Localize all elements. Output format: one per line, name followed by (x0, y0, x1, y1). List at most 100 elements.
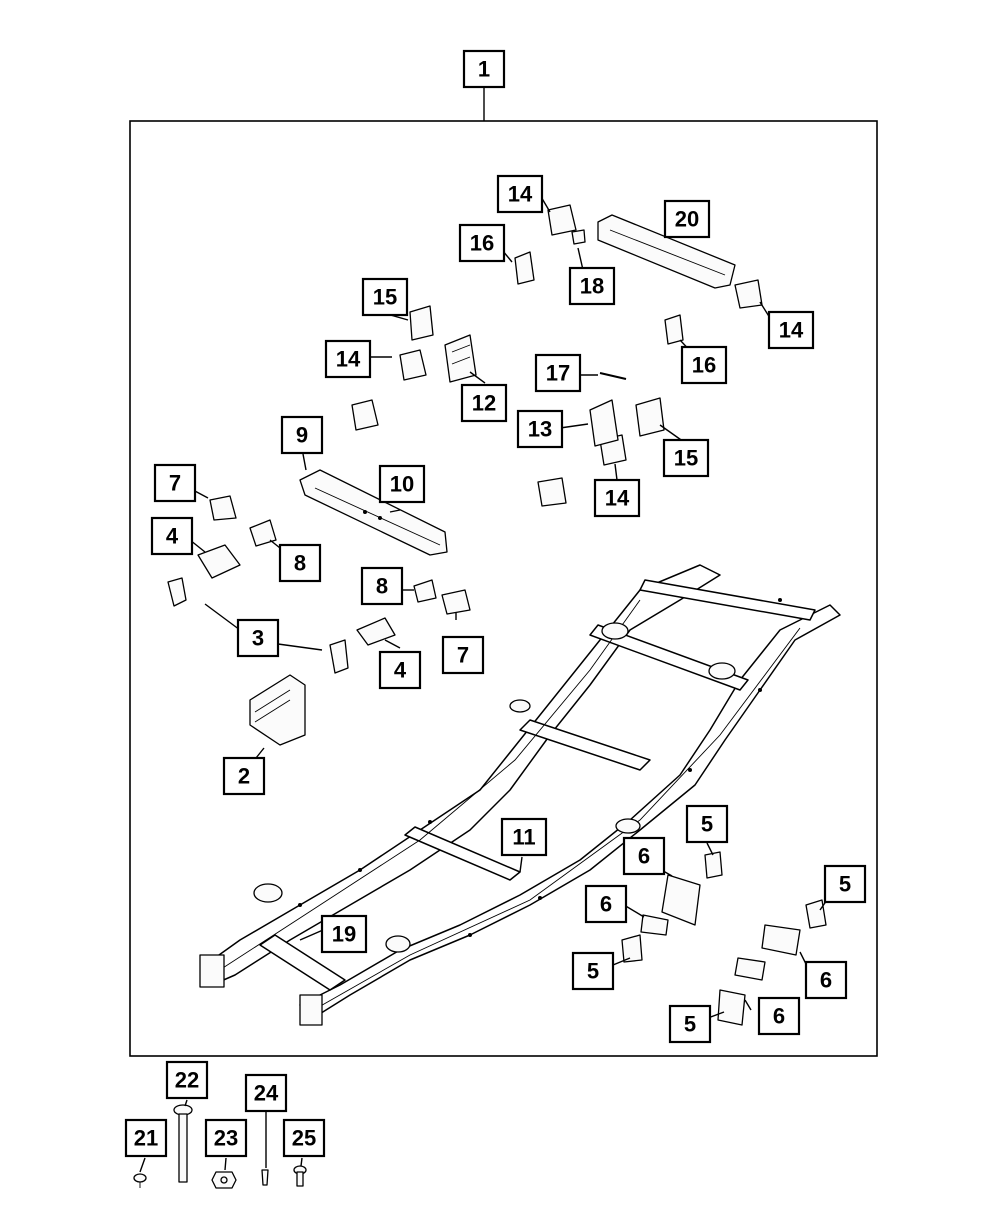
callout-5a: 5 (685, 804, 729, 844)
callout-2: 2 (222, 756, 266, 796)
callout-16a: 16 (458, 223, 506, 263)
svg-text:25: 25 (292, 1126, 316, 1151)
part-5-6-brackets (621, 851, 827, 1026)
svg-text:14: 14 (336, 347, 361, 372)
callout-9: 9 (280, 415, 324, 455)
svg-text:6: 6 (600, 892, 612, 917)
svg-text:5: 5 (684, 1012, 696, 1037)
part-12-bracket (444, 334, 477, 383)
svg-text:7: 7 (457, 643, 469, 668)
svg-text:21: 21 (134, 1126, 158, 1151)
svg-text:3: 3 (252, 626, 264, 651)
callout-4b: 4 (378, 650, 422, 690)
callout-24: 24 (244, 1073, 288, 1113)
part-10-crossmember (299, 469, 448, 556)
svg-text:23: 23 (214, 1126, 238, 1151)
leader-lines (139, 194, 828, 1173)
svg-text:7: 7 (169, 471, 181, 496)
part-25-bolt (293, 1165, 307, 1187)
svg-text:1: 1 (478, 57, 490, 82)
frame-assembly (199, 564, 841, 1026)
part-17-pin (599, 372, 627, 380)
svg-text:5: 5 (839, 872, 851, 897)
svg-text:19: 19 (332, 922, 356, 947)
callout-14a: 14 (324, 339, 372, 379)
svg-text:2: 2 (238, 764, 250, 789)
part-21-rivet (133, 1173, 147, 1188)
svg-text:17: 17 (546, 361, 570, 386)
svg-text:14: 14 (605, 486, 630, 511)
callout-7b: 7 (441, 635, 485, 675)
part-2-front-rail-extension (249, 674, 306, 746)
callout-16b: 16 (680, 345, 728, 385)
part-16-bracket (514, 251, 684, 345)
callout-7a: 7 (153, 463, 197, 503)
svg-text:11: 11 (512, 825, 535, 850)
callout-3: 3 (236, 618, 280, 658)
callout-1: 1 (462, 49, 506, 89)
callout-5d: 5 (668, 1004, 712, 1044)
callout-25: 25 (282, 1118, 326, 1158)
svg-text:14: 14 (779, 318, 804, 343)
svg-text:5: 5 (587, 959, 599, 984)
svg-text:9: 9 (296, 423, 308, 448)
callout-15a: 15 (361, 277, 409, 317)
svg-text:13: 13 (528, 417, 552, 442)
callout-4a: 4 (150, 516, 194, 556)
callout-15b: 15 (662, 438, 710, 478)
svg-text:6: 6 (773, 1004, 785, 1029)
callout-14c: 14 (767, 310, 815, 350)
part-4-mount (197, 544, 396, 646)
callout-23: 23 (204, 1118, 248, 1158)
callout-8b: 8 (360, 566, 404, 606)
part-22-bolt (173, 1104, 193, 1183)
svg-text:15: 15 (674, 446, 698, 471)
svg-text:14: 14 (508, 182, 533, 207)
svg-text:24: 24 (254, 1081, 279, 1106)
svg-text:20: 20 (675, 207, 699, 232)
svg-text:8: 8 (376, 574, 388, 599)
callout-10: 10 (378, 464, 426, 504)
svg-text:4: 4 (166, 524, 179, 549)
svg-text:4: 4 (394, 658, 407, 683)
callout-20: 20 (663, 199, 711, 239)
callout-6c: 6 (804, 960, 848, 1000)
svg-text:16: 16 (470, 231, 494, 256)
callout-14b: 14 (496, 174, 544, 214)
part-3-bracket (167, 577, 349, 674)
assembly-border (129, 120, 878, 1057)
callout-12: 12 (460, 383, 508, 423)
svg-text:22: 22 (175, 1068, 199, 1093)
callout-13: 13 (516, 409, 564, 449)
callout-8a: 8 (278, 543, 322, 583)
part-8-bushing-mount (249, 519, 437, 603)
part-20-rear-crossmember (597, 214, 736, 289)
callout-18: 18 (568, 266, 616, 306)
svg-text:5: 5 (701, 812, 713, 837)
callout-19: 19 (320, 914, 368, 954)
part-18-clip (571, 229, 586, 245)
callout-14d: 14 (593, 478, 641, 518)
svg-text:12: 12 (472, 391, 496, 416)
svg-text:8: 8 (294, 551, 306, 576)
part-23-nut (211, 1171, 237, 1189)
svg-text:10: 10 (390, 472, 414, 497)
callout-11: 11 (500, 817, 548, 857)
svg-text:18: 18 (580, 274, 604, 299)
callout-5b: 5 (823, 864, 867, 904)
svg-text:15: 15 (373, 285, 397, 310)
callout-6a: 6 (622, 836, 666, 876)
part-13-bracket (589, 399, 619, 447)
svg-text:6: 6 (638, 844, 650, 869)
callout-6d: 6 (757, 996, 801, 1036)
callout-21: 21 (124, 1118, 168, 1158)
callout-22: 22 (165, 1060, 209, 1100)
part-24-pin (261, 1169, 269, 1186)
callout-17: 17 (534, 353, 582, 393)
svg-text:16: 16 (692, 353, 716, 378)
part-15-mount (409, 305, 665, 437)
callout-5c: 5 (571, 951, 615, 991)
part-7-spring-cup (209, 495, 471, 615)
callout-6b: 6 (584, 884, 628, 924)
